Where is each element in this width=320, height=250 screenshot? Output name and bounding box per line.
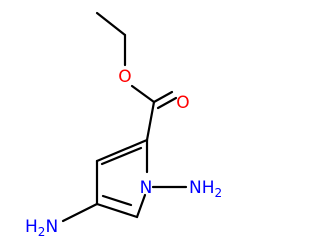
c-amino-group-hydrogen: H	[25, 217, 38, 237]
c-amino-group-label: H2N	[25, 217, 58, 239]
bond-c4-amino	[61, 202, 99, 223]
bond-ester-oxygen-carbonyl-carbon	[130, 84, 156, 104]
n-amino-group-label: NH2	[189, 178, 222, 200]
bond-ring-c2-c3-double	[95, 138, 149, 166]
c-amino-group-subscript: 2	[38, 225, 46, 239]
bond-carbonyl-double	[152, 90, 178, 110]
carbonyl-oxygen-label: O	[176, 93, 189, 113]
n-amino-group-atoms: NH	[189, 178, 215, 198]
c-amino-group-nitrogen: N	[45, 217, 58, 237]
bond-ring-c5-n1	[135, 193, 147, 219]
bond-carbonyl-carbon-ring	[145, 100, 156, 142]
bond-ring-c4-c5-double	[95, 194, 139, 219]
n-amino-group-subscript: 2	[215, 186, 223, 200]
ring-nitrogen-label: N	[140, 178, 153, 198]
bond-methyl-methylene	[95, 11, 127, 37]
molecule-structure: O O N NH2 H2N	[25, 11, 222, 239]
ester-oxygen-label: O	[118, 67, 131, 87]
